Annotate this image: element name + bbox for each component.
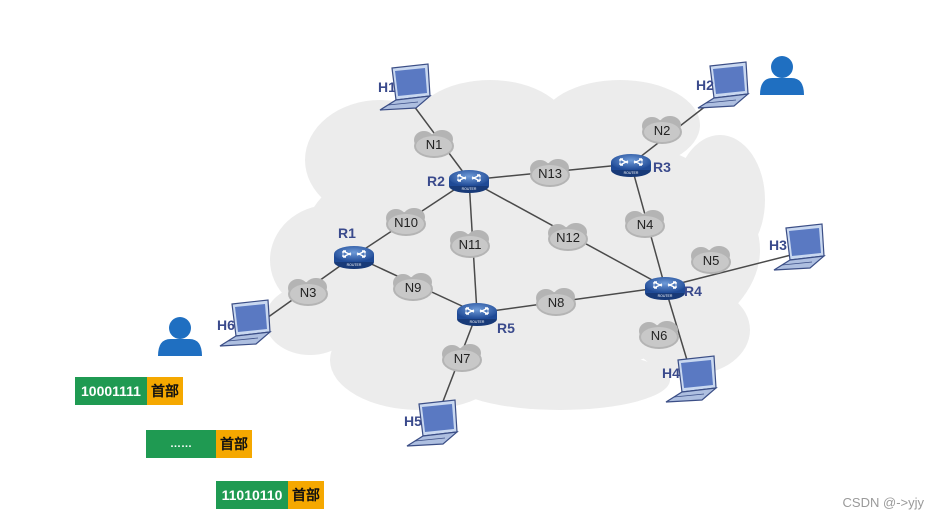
svg-text:N4: N4 xyxy=(637,217,654,232)
network-n9: N9 xyxy=(393,273,433,301)
svg-text:H6: H6 xyxy=(217,317,235,333)
svg-text:H4: H4 xyxy=(662,365,680,381)
svg-text:R5: R5 xyxy=(497,320,515,336)
network-n10: N10 xyxy=(386,208,426,236)
router-r1: R1 xyxy=(333,225,375,270)
host-h6: H6 xyxy=(217,299,271,347)
network-n8: N8 xyxy=(536,288,576,316)
router-r2: R2 xyxy=(427,169,490,194)
network-n3: N3 xyxy=(288,278,328,306)
svg-text:H3: H3 xyxy=(769,237,787,253)
network-n4: N4 xyxy=(625,210,665,238)
user-icon xyxy=(760,56,804,95)
host-h2: H2 xyxy=(696,61,749,109)
host-h5: H5 xyxy=(404,399,458,447)
network-n5: N5 xyxy=(691,246,731,274)
svg-text:N1: N1 xyxy=(426,137,443,152)
packet-bits: 10001111 xyxy=(75,377,147,405)
packet-header: 首部 xyxy=(288,481,324,509)
svg-text:H2: H2 xyxy=(696,77,714,93)
user-icon xyxy=(158,317,202,356)
svg-text:N11: N11 xyxy=(459,237,482,252)
host-h4: H4 xyxy=(662,355,717,403)
svg-text:R4: R4 xyxy=(684,283,702,299)
svg-text:N3: N3 xyxy=(300,285,317,300)
network-cloud-backdrop xyxy=(265,80,765,410)
packet-1: 10001111 首部 xyxy=(75,377,183,405)
svg-text:N10: N10 xyxy=(394,215,418,230)
router-r5: R5 xyxy=(456,302,515,336)
packet-header: 首部 xyxy=(216,430,252,458)
svg-text:H1: H1 xyxy=(378,79,396,95)
packet-2: …… 首部 xyxy=(146,430,252,458)
svg-text:R2: R2 xyxy=(427,173,445,189)
packet-3: 11010110 首部 xyxy=(216,481,324,509)
packet-header: 首部 xyxy=(147,377,183,405)
svg-text:R1: R1 xyxy=(338,225,356,241)
network-n7: N7 xyxy=(442,344,482,372)
network-n2: N2 xyxy=(642,116,682,144)
network-n1: N1 xyxy=(414,130,454,158)
svg-text:N12: N12 xyxy=(556,230,580,245)
host-h3: H3 xyxy=(769,223,825,271)
svg-text:N5: N5 xyxy=(703,253,720,268)
network-n6: N6 xyxy=(639,321,679,349)
svg-text:N7: N7 xyxy=(454,351,471,366)
svg-text:N13: N13 xyxy=(538,166,562,181)
router-r4: R4 xyxy=(644,276,702,301)
packet-bits: 11010110 xyxy=(216,481,288,509)
svg-text:N8: N8 xyxy=(548,295,565,310)
svg-text:N9: N9 xyxy=(405,280,422,295)
svg-text:N6: N6 xyxy=(651,328,668,343)
network-n13: N13 xyxy=(530,159,570,187)
network-n12: N12 xyxy=(548,223,588,251)
svg-text:H5: H5 xyxy=(404,413,422,429)
host-h1: H1 xyxy=(378,63,431,111)
watermark: CSDN @->yjy xyxy=(842,495,924,510)
network-n11: N11 xyxy=(450,230,490,258)
svg-text:R3: R3 xyxy=(653,159,671,175)
svg-text:N2: N2 xyxy=(654,123,671,138)
packet-bits: …… xyxy=(146,430,216,458)
router-r3: R3 xyxy=(610,153,671,178)
